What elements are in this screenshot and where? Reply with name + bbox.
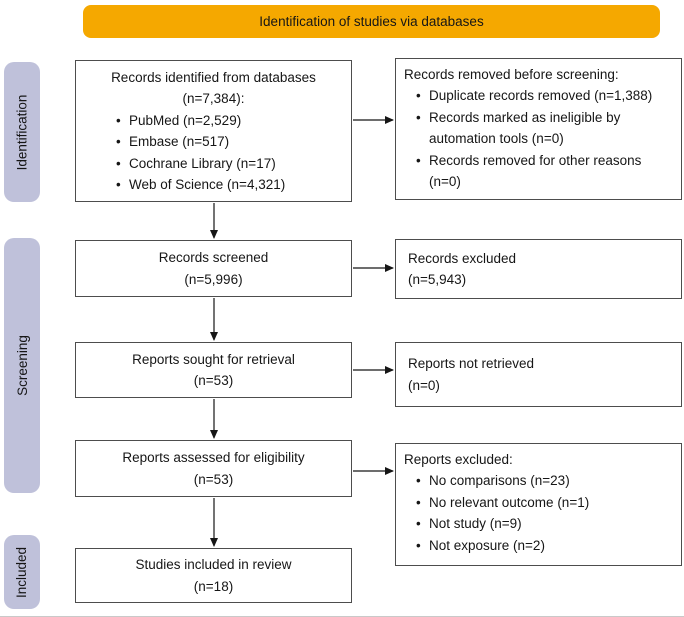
box-reports-not-retrieved: Reports not retrieved (n=0) [395,342,682,407]
box-reports-excluded: Reports excluded: No comparisons (n=23) … [395,443,682,566]
bullet-embase: Embase (n=517) [116,131,351,153]
box-records-identified: Records identified from databases (n=7,3… [75,60,352,202]
bullet-no-relevant-outcome: No relevant outcome (n=1) [416,492,675,514]
box-records-excluded: Records excluded (n=5,943) [395,239,682,299]
records-removed-title: Records removed before screening: [404,67,619,82]
records-identified-bullet-list: PubMed (n=2,529) Embase (n=517) Cochrane… [116,110,351,196]
reports-sought-count: (n=53) [193,373,234,388]
box-studies-included-in-review: Studies included in review (n=18) [75,548,352,603]
bullet-not-study: Not study (n=9) [416,513,675,535]
stage-label-included: Included [4,535,40,609]
reports-assessed-line1: Reports assessed for eligibility [122,450,305,466]
records-excluded-line1: Records excluded [408,250,517,266]
stage-identification-text: Identification [14,94,30,170]
stage-label-identification: Identification [4,62,40,202]
reports-excluded-bullet-list: No comparisons (n=23) No relevant outcom… [416,470,675,556]
bullet-not-exposure: Not exposure (n=2) [416,535,675,557]
reports-assessed-count: (n=53) [193,471,234,487]
records-screened-line1: Records screened [158,250,269,266]
banner-label: Identification of studies via databases [259,14,484,29]
stage-included-text: Included [14,546,30,598]
records-identified-line1: Records identified from databases [111,70,316,85]
studies-included-line1: Studies included in review [135,557,292,573]
records-removed-bullet-list: Duplicate records removed (n=1,388) Reco… [416,85,675,192]
reports-excluded-title: Reports excluded: [404,452,513,467]
stage-screening-text: Screening [14,335,30,396]
bullet-web-of-science: Web of Science (n=4,321) [116,174,351,196]
box-records-screened: Records screened (n=5,996) [75,240,352,297]
bullet-duplicates-removed: Duplicate records removed (n=1,388) [416,85,675,107]
reports-sought-line1: Reports sought for retrieval [132,351,295,367]
box-reports-sought-for-retrieval: Reports sought for retrieval (n=53) [75,342,352,398]
reports-not-retrieved-line1: Reports not retrieved [408,356,535,372]
box-records-removed-before-screening: Records removed before screening: Duplic… [395,58,682,200]
studies-included-count: (n=18) [193,578,234,594]
reports-not-retrieved-count: (n=0) [408,377,440,393]
bullet-cochrane: Cochrane Library (n=17) [116,153,351,175]
bullet-other-reasons: Records removed for other reasons (n=0) [416,150,675,193]
records-excluded-count: (n=5,943) [408,272,467,287]
banner-identification-via-databases: Identification of studies via databases [83,5,660,38]
records-identified-count: (n=7,384): [182,91,245,107]
box-reports-assessed-for-eligibility: Reports assessed for eligibility (n=53) [75,440,352,497]
bullet-no-comparisons: No comparisons (n=23) [416,470,675,492]
stage-label-screening: Screening [4,238,40,493]
bullet-pubmed: PubMed (n=2,529) [116,110,351,132]
records-screened-count: (n=5,996) [184,271,243,287]
bullet-automation-ineligible: Records marked as ineligible by automati… [416,107,675,150]
